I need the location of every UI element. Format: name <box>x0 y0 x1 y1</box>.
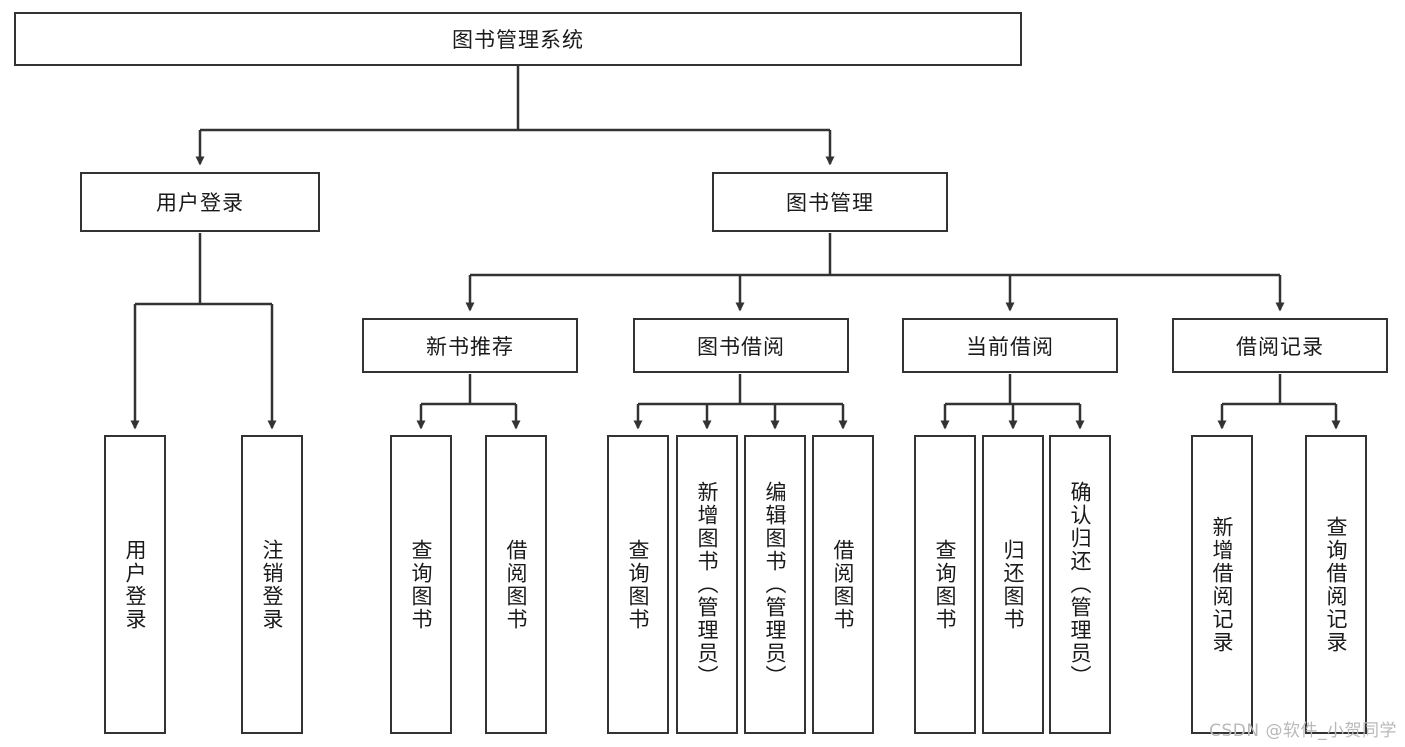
leaf-user-login-logout[interactable]: 注销登录 <box>241 435 303 734</box>
leaf-borrow-record-add-record[interactable]: 新增借阅记录 <box>1191 435 1253 734</box>
node-new-book-recommend[interactable]: 新书推荐 <box>362 318 578 373</box>
node-current-borrow[interactable]: 当前借阅 <box>902 318 1118 373</box>
leaf-current-borrow-query-book[interactable]: 查询图书 <box>914 435 976 734</box>
leaf-book-borrow-add-book[interactable]: 新增图书（管理员） <box>676 435 738 734</box>
csdn-watermark: CSDN @软件_小贺同学 <box>1209 721 1397 741</box>
node-label: 图书借阅 <box>697 334 785 359</box>
leaf-borrow-record-query-record[interactable]: 查询借阅记录 <box>1305 435 1367 734</box>
node-label: 查询图书 <box>409 538 434 631</box>
node-label: 当前借阅 <box>966 334 1054 359</box>
node-label: 用户登录 <box>123 538 148 631</box>
node-label: 新增图书（管理员） <box>695 481 720 688</box>
node-label: 编辑图书（管理员） <box>763 481 788 688</box>
node-borrow-record[interactable]: 借阅记录 <box>1172 318 1388 373</box>
leaf-current-borrow-return-book[interactable]: 归还图书 <box>982 435 1044 734</box>
node-root-system[interactable]: 图书管理系统 <box>14 12 1022 66</box>
leaf-current-borrow-confirm-return[interactable]: 确认归还（管理员） <box>1049 435 1111 734</box>
node-label: 注销登录 <box>260 538 285 631</box>
node-label: 借阅记录 <box>1236 334 1324 359</box>
node-label: 借阅图书 <box>504 538 529 631</box>
node-label: 查询图书 <box>933 538 958 631</box>
leaf-book-borrow-edit-book[interactable]: 编辑图书（管理员） <box>744 435 806 734</box>
node-book-borrow[interactable]: 图书借阅 <box>633 318 849 373</box>
node-label: 确认归还（管理员） <box>1068 481 1093 688</box>
leaf-user-login-login[interactable]: 用户登录 <box>104 435 166 734</box>
node-label: 新书推荐 <box>426 334 514 359</box>
leaf-new-book-borrow-book[interactable]: 借阅图书 <box>485 435 547 734</box>
node-book-management[interactable]: 图书管理 <box>712 172 948 232</box>
node-label: 图书管理系统 <box>452 28 584 52</box>
leaf-new-book-query-book[interactable]: 查询图书 <box>390 435 452 734</box>
leaf-book-borrow-borrow-book[interactable]: 借阅图书 <box>812 435 874 734</box>
node-label: 查询图书 <box>626 538 651 631</box>
leaf-book-borrow-query-book[interactable]: 查询图书 <box>607 435 669 734</box>
node-label: 图书管理 <box>786 191 874 215</box>
node-label: 用户登录 <box>156 191 244 215</box>
node-label: 新增借阅记录 <box>1210 515 1235 654</box>
node-user-login[interactable]: 用户登录 <box>80 172 320 232</box>
node-label: 借阅图书 <box>831 538 856 631</box>
node-label: 查询借阅记录 <box>1324 515 1349 654</box>
node-label: 归还图书 <box>1001 538 1026 631</box>
